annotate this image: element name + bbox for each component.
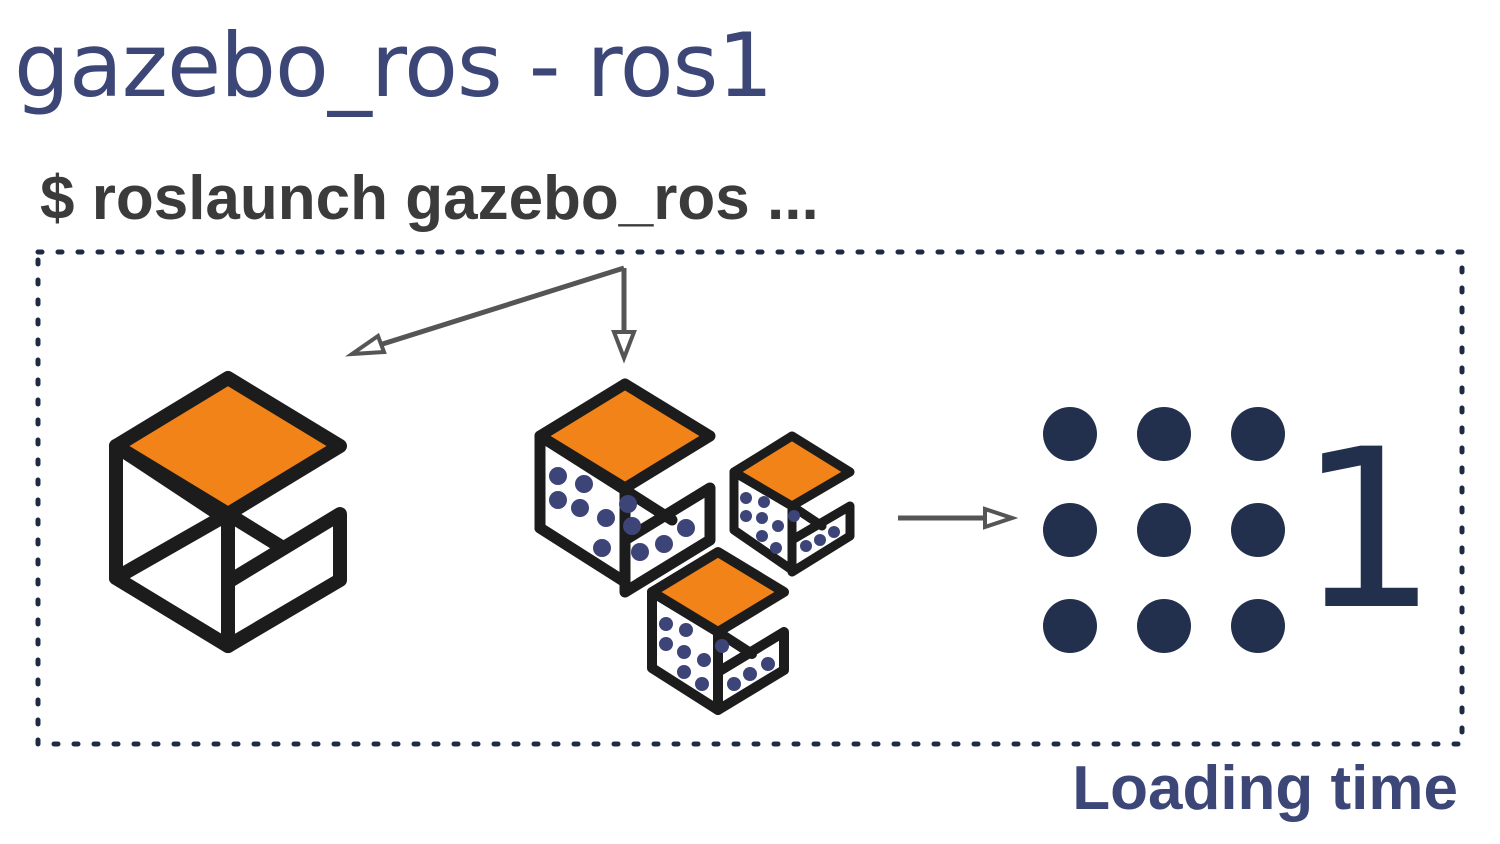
arrow-icon — [369, 265, 995, 521]
count-number: 1 — [1298, 402, 1438, 658]
loading-time-label: Loading time — [1072, 754, 1458, 823]
dotted-frame — [35, 249, 1465, 747]
dot-grid-icon — [1043, 407, 1285, 653]
command-text: $ roslaunch gazebo_ros ... — [40, 164, 819, 233]
gazebo-plugins-icon — [534, 378, 716, 598]
gazebo-logo-icon — [109, 371, 347, 653]
page-title: gazebo_ros - ros1 — [14, 14, 773, 117]
